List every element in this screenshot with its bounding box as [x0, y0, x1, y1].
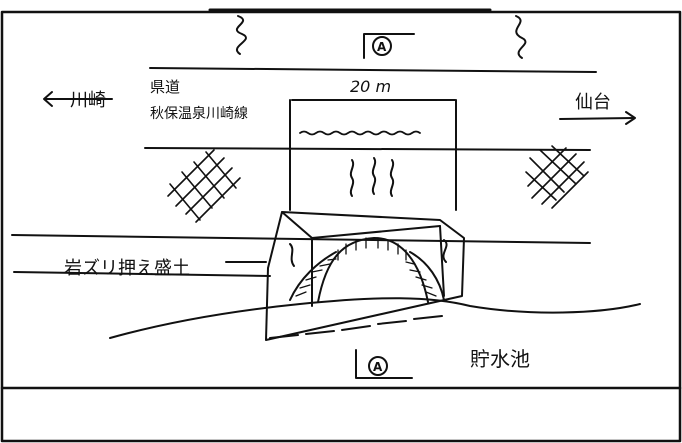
- road-edge-top: [149, 67, 597, 73]
- dashed-base-line: [269, 315, 443, 339]
- road-edge-bottom: [144, 147, 591, 151]
- buttress-scratch-right: [442, 239, 448, 263]
- crack-mark-vertical-3: [389, 159, 395, 197]
- frame-border: [0, 10, 682, 443]
- buttress-inner-right: [439, 225, 445, 297]
- hatch-left: [167, 149, 241, 223]
- slope-line-upper: [11, 234, 591, 244]
- section-marker-top-letter: A: [377, 40, 387, 54]
- arch-hatching: [295, 237, 437, 297]
- arch-outline: [317, 237, 429, 303]
- hatch-right: [525, 145, 589, 209]
- left-fan: [289, 251, 337, 301]
- squiggle-right: [515, 15, 527, 59]
- arrow-right-shaft: [559, 117, 635, 120]
- buttress-scratch-left: [289, 243, 295, 267]
- ground-curve: [109, 297, 641, 339]
- right-fan: [409, 251, 445, 301]
- label-kawasaki: 川崎: [70, 90, 106, 111]
- label-distance: 20 m: [350, 77, 391, 96]
- crack-mark-vertical-2: [371, 157, 377, 195]
- crack-mark-horizontal: [299, 130, 421, 136]
- arrow-left-head: [43, 91, 53, 107]
- squiggle-left: [235, 15, 247, 55]
- label-reservoir: 貯水池: [470, 347, 530, 371]
- section-marker-bottom-bracket: [355, 349, 413, 379]
- label-retaining-fill: 岩ズリ押え盛土: [64, 258, 190, 279]
- section-marker-bottom-letter: A: [373, 360, 383, 374]
- label-prefectural-road: 県道: [150, 78, 180, 96]
- buttress-outline: [265, 211, 465, 341]
- section-marker-bottom-circle: [368, 356, 388, 376]
- crack-mark-vertical-1: [349, 159, 355, 197]
- arrow-right-head: [625, 111, 636, 125]
- section-marker-top-circle: [372, 36, 392, 56]
- label-road-name: 秋保温泉川崎線: [150, 105, 248, 122]
- label-sendai: 仙台: [575, 92, 611, 113]
- slope-line-lower: [13, 271, 271, 277]
- section-marker-top-bracket: [363, 33, 415, 59]
